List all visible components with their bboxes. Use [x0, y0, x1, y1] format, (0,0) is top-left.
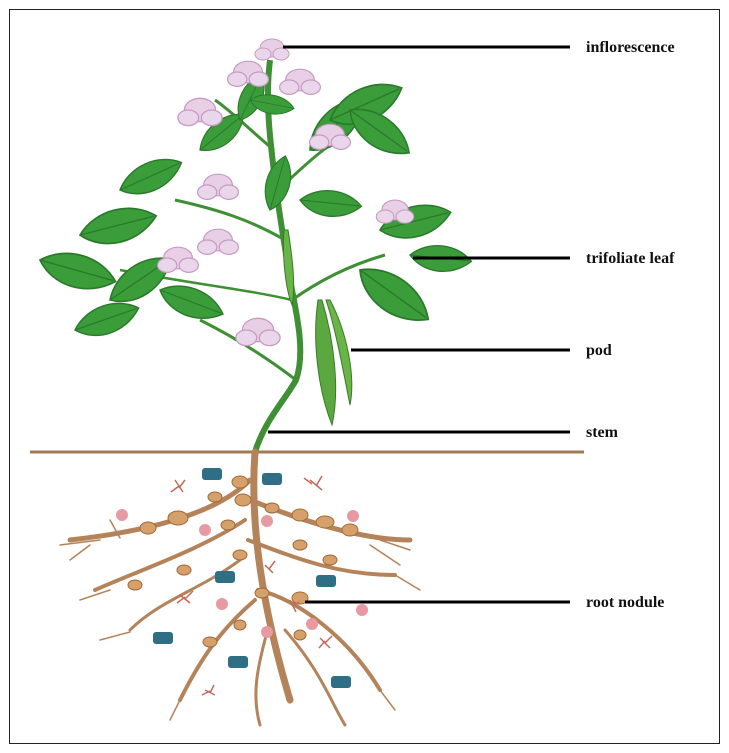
- label-inflorescence: inflorescence: [586, 36, 675, 60]
- leader-lines: [268, 47, 570, 602]
- label-stem: stem: [586, 421, 618, 445]
- roots: [60, 452, 420, 725]
- pods: [283, 230, 351, 425]
- label-root-nodule: root nodule: [586, 591, 664, 615]
- label-trifoliate-leaf: trifoliate leaf: [586, 247, 676, 271]
- label-pod: pod: [586, 339, 612, 363]
